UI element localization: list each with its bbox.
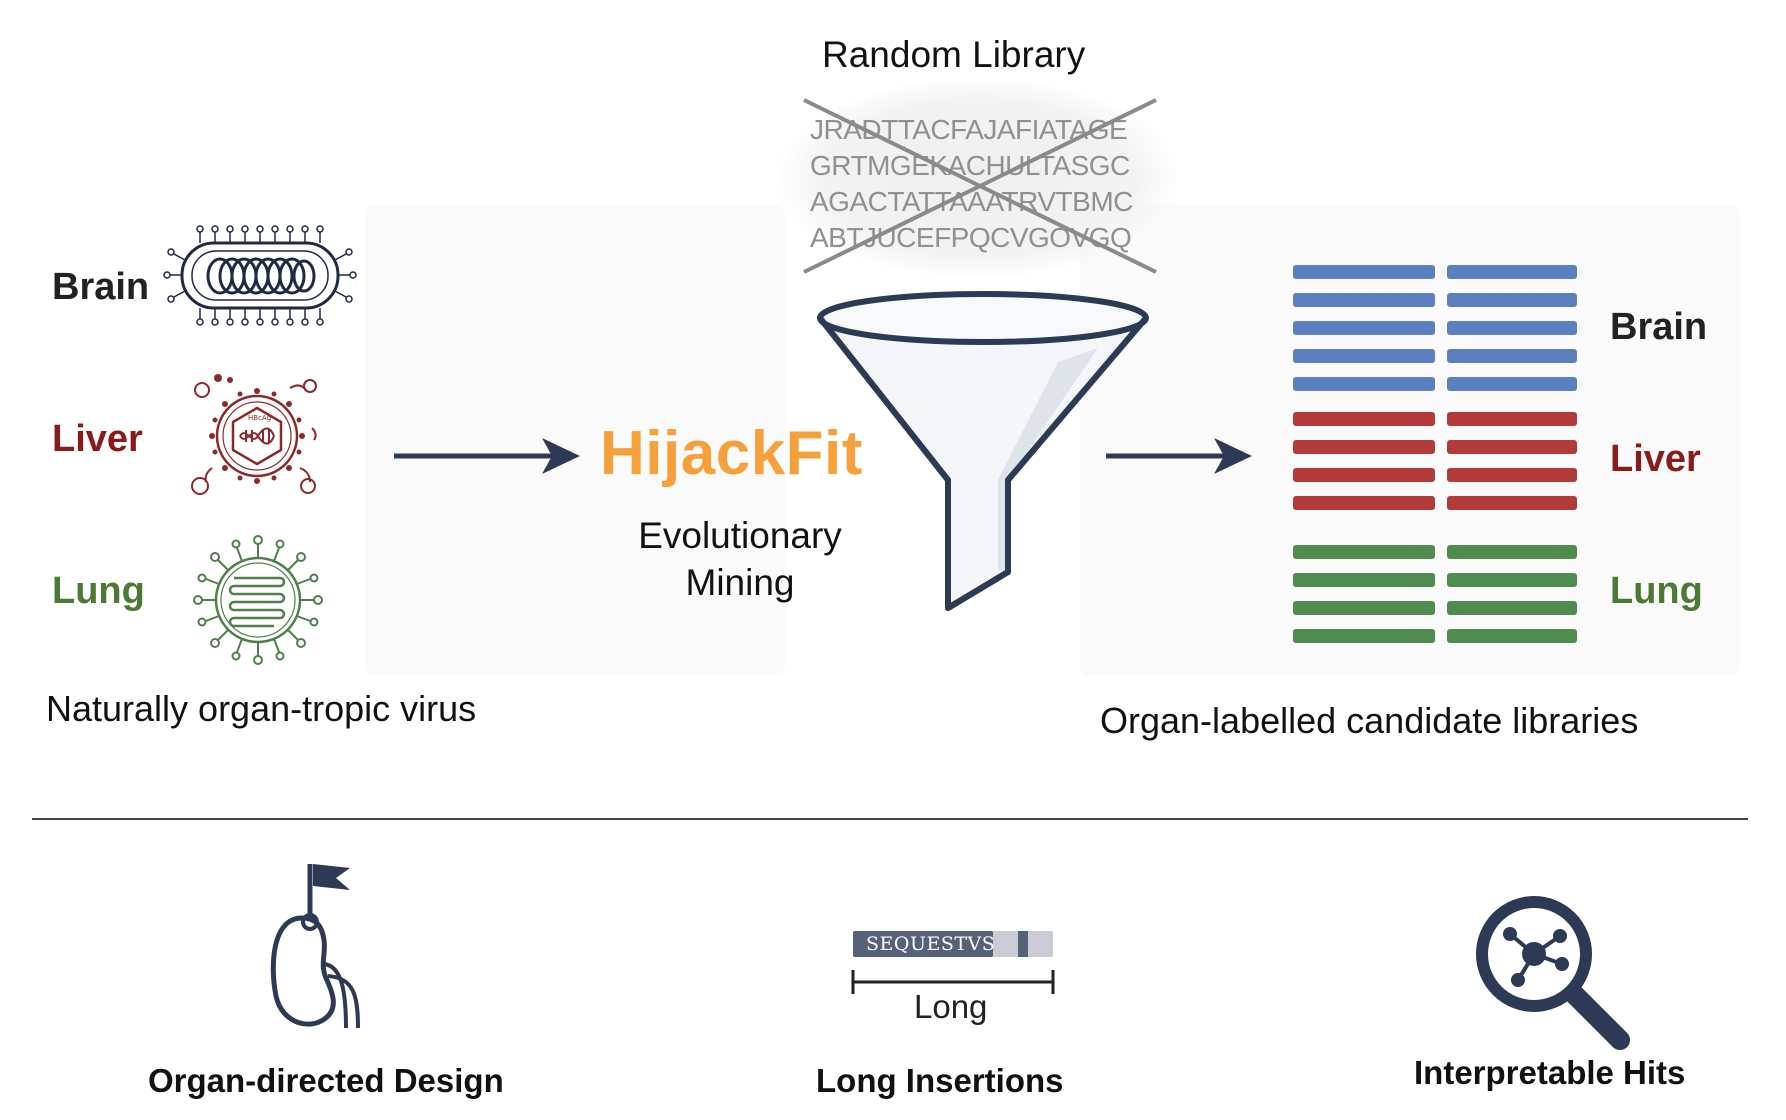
library-bar-lung <box>1447 573 1577 587</box>
library-bar-brain <box>1447 265 1577 279</box>
organ-label-brain: Brain <box>52 266 150 308</box>
library-bar-brain <box>1447 377 1577 391</box>
arrow-right-icon <box>1106 438 1252 474</box>
library-bar-brain <box>1447 321 1577 335</box>
library-bar-liver <box>1447 440 1577 454</box>
random-sequence: ABTJUCEFPQCVGOVGQ <box>810 222 1132 253</box>
library-bar-liver <box>1447 468 1577 482</box>
svg-text:HBcAg: HBcAg <box>248 414 271 422</box>
kidney-flag-icon <box>270 864 360 1029</box>
feature-label-interpretable-hits: Interpretable Hits <box>1414 1054 1686 1091</box>
method-subtitle-line1: Evolutionary <box>638 515 842 556</box>
library-bar-brain <box>1447 293 1577 307</box>
library-bar-brain <box>1293 265 1435 279</box>
method-subtitle: Evolutionary Mining <box>610 512 870 606</box>
library-bar-lung <box>1447 601 1577 615</box>
sequence-strip-filled <box>853 931 993 957</box>
left-caption: Naturally organ-tropic virus <box>46 688 477 729</box>
library-bar-lung <box>1447 545 1577 559</box>
library-bar-liver <box>1293 468 1435 482</box>
feature-label-long-insertions: Long Insertions <box>816 1062 1064 1099</box>
random-library-title: Random Library <box>822 34 1086 75</box>
library-bar-brain <box>1293 377 1435 391</box>
library-bar-liver <box>1293 412 1435 426</box>
magnifier-network-icon <box>1476 896 1630 1050</box>
length-label: Long <box>914 988 988 1025</box>
library-bar-lung <box>1447 629 1577 643</box>
library-label-lung: Lung <box>1610 570 1703 612</box>
section-divider <box>32 818 1748 820</box>
library-bar-lung <box>1293 601 1435 615</box>
library-bar-lung <box>1293 573 1435 587</box>
feature-label-organ-directed: Organ-directed Design <box>148 1062 504 1099</box>
method-subtitle-line2: Mining <box>685 562 795 603</box>
organ-label-liver: Liver <box>52 418 143 460</box>
library-bar-brain <box>1293 293 1435 307</box>
library-bar-liver <box>1293 496 1435 510</box>
library-bar-brain <box>1293 349 1435 363</box>
library-bar-lung <box>1293 545 1435 559</box>
sequence-strip-text: SEQUESTVS <box>866 933 996 955</box>
library-bar-liver <box>1447 412 1577 426</box>
arrow-right-icon <box>394 438 580 474</box>
left-background <box>365 205 785 675</box>
library-bar-brain <box>1293 321 1435 335</box>
sequence-cloud <box>778 78 1178 278</box>
sequence-strip-marker <box>1018 931 1028 957</box>
brain-tropic-virus-icon <box>163 225 357 326</box>
lung-tropic-virus-icon <box>193 535 323 665</box>
liver-tropic-virus-icon: HBcAg <box>191 374 317 495</box>
library-label-liver: Liver <box>1610 438 1701 480</box>
method-name: HijackFit <box>600 419 863 488</box>
cross-out-icon <box>803 98 1157 274</box>
random-sequence: GRTMGEKACHULTASGC <box>810 150 1130 181</box>
length-bracket-icon <box>851 970 1055 994</box>
library-bar-liver <box>1447 496 1577 510</box>
organ-label-lung: Lung <box>52 570 145 612</box>
library-bar-liver <box>1293 440 1435 454</box>
library-bar-lung <box>1293 629 1435 643</box>
library-bar-brain <box>1447 349 1577 363</box>
library-label-brain: Brain <box>1610 306 1708 348</box>
funnel-icon <box>817 291 1149 611</box>
right-caption: Organ-labelled candidate libraries <box>1100 700 1639 741</box>
